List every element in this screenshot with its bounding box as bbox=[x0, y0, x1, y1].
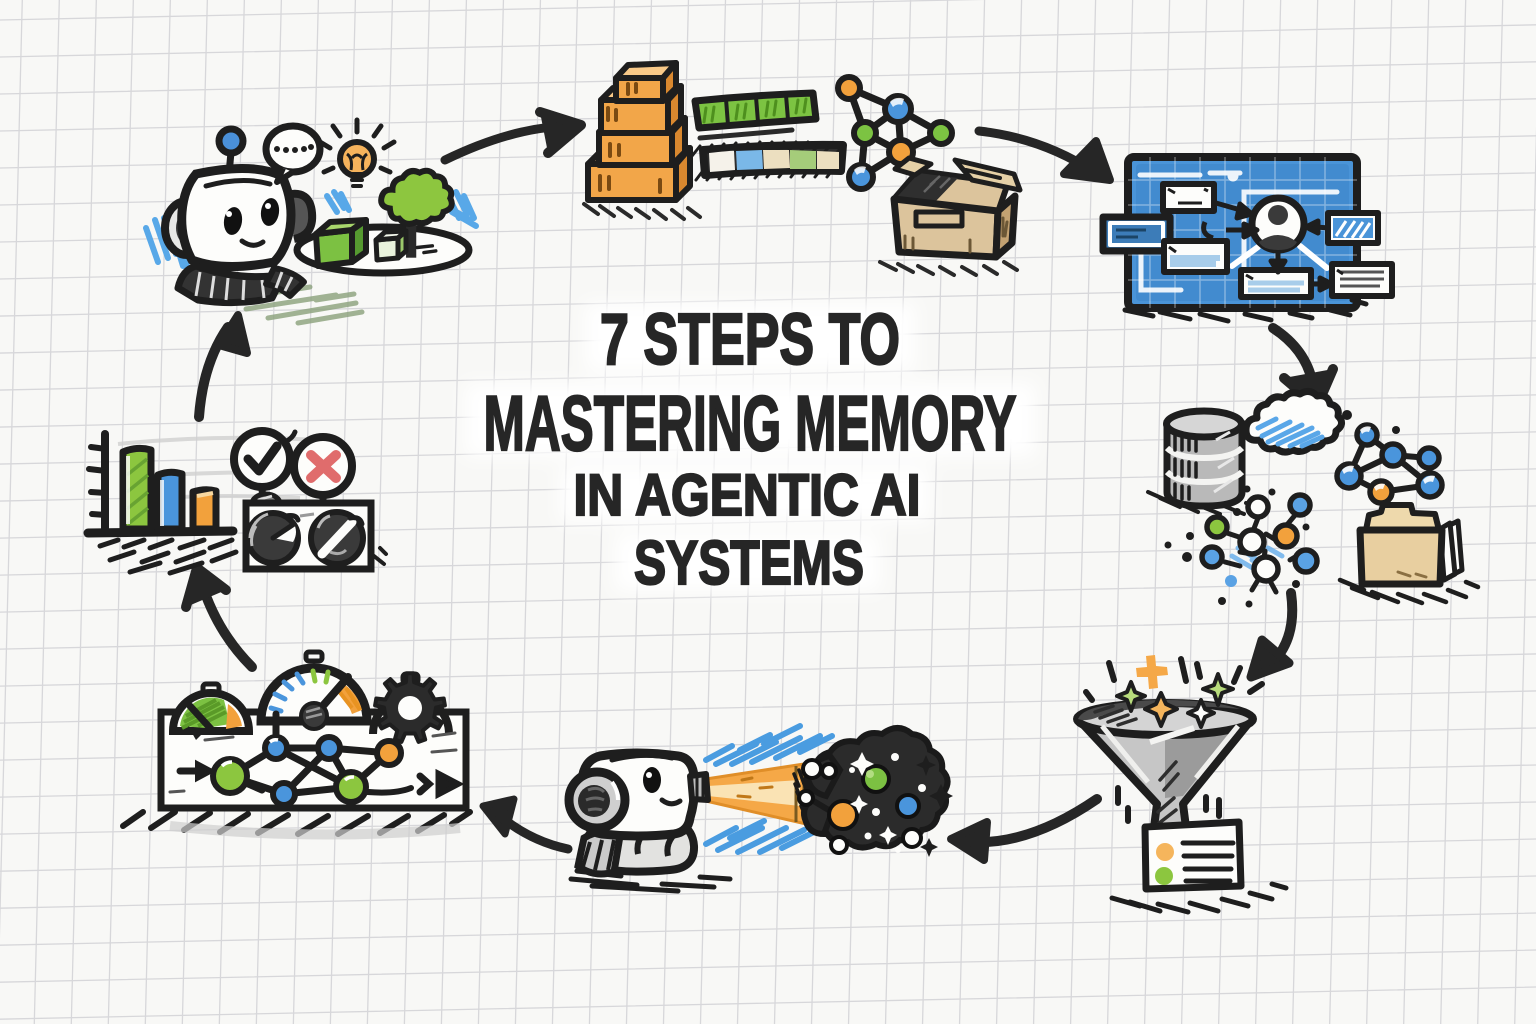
svg-text:MASTERING MEMORY: MASTERING MEMORY bbox=[484, 379, 1017, 467]
svg-text:7 STEPS TO: 7 STEPS TO bbox=[600, 300, 900, 380]
svg-text:IN AGENTIC AI: IN AGENTIC AI bbox=[574, 463, 921, 528]
svg-text:SYSTEMS: SYSTEMS bbox=[634, 529, 864, 598]
